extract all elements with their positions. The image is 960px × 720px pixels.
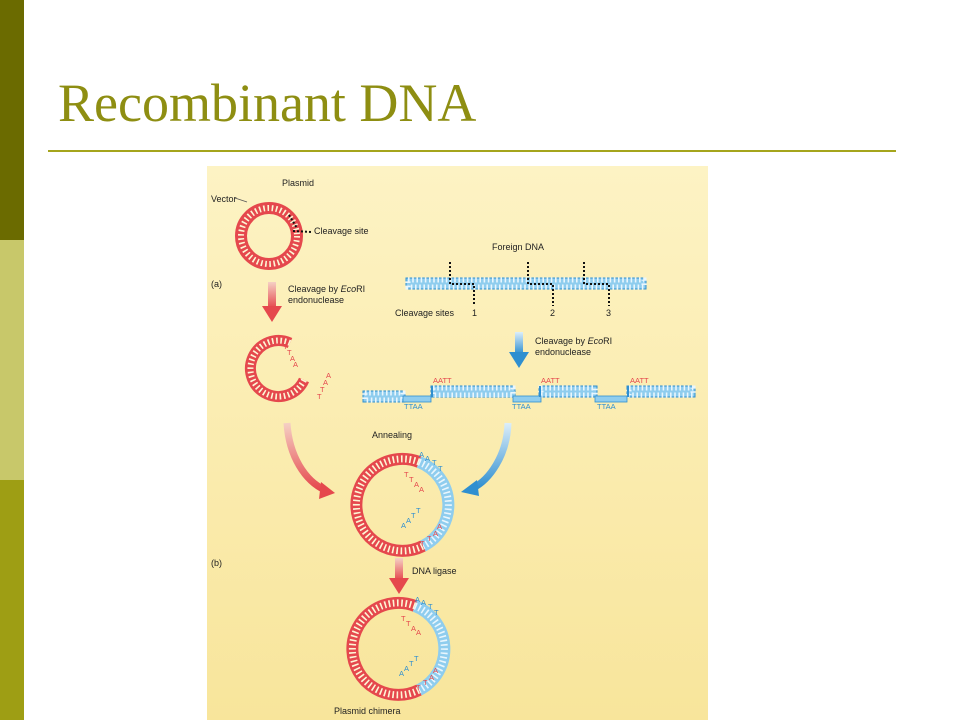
svg-text:A: A [425,454,430,463]
svg-text:TTAA: TTAA [512,402,531,411]
fragment-sticky-end-labels: AATT AATT AATT TTAA TTAA TTAA [404,376,649,411]
svg-text:A: A [433,666,438,675]
cleavage-sites-label: Cleavage sites [395,308,455,318]
endonuclease-label-1: endonuclease [288,295,344,305]
site-1-label: 1 [472,308,477,318]
svg-text:A: A [290,354,295,363]
plasmid-chimera-label: Plasmid chimera [334,706,401,716]
endonuclease-label-2: endonuclease [535,347,591,357]
svg-text:A: A [326,371,331,380]
svg-text:A: A [414,480,419,489]
svg-text:AATT: AATT [541,376,560,385]
svg-text:T: T [432,458,437,467]
svg-text:AATT: AATT [630,376,649,385]
vector-label: Vector [211,194,237,204]
svg-text:A: A [415,595,420,604]
svg-text:TTAA: TTAA [404,402,423,411]
side-band-middle [0,240,24,480]
svg-text:T: T [414,654,419,663]
cleavage-arrow-plasmid [262,282,282,322]
svg-text:T: T [287,348,292,357]
figure-svg: Plasmid Vector Cleavage site (a) Cleavag… [211,178,696,716]
svg-text:T: T [416,506,421,515]
site-2-label: 2 [550,308,555,318]
svg-text:T: T [409,475,414,484]
svg-text:T: T [428,602,433,611]
foreign-dna-label: Foreign DNA [492,242,544,252]
svg-text:T: T [401,614,406,623]
annealing-label: Annealing [372,430,412,440]
svg-text:T: T [438,464,443,473]
plasmid-chimera [346,596,451,701]
dna-ligase-label: DNA ligase [412,566,457,576]
cleavage-arrow-foreign [509,332,529,368]
slide-title: Recombinant DNA [58,73,477,133]
svg-text:A: A [416,628,421,637]
cleavage-by-ecori-label-2: Cleavage by EcoRI [535,336,612,346]
ligase-arrow [389,558,409,594]
side-band-top [0,0,24,240]
foreign-dna-fragments [362,385,696,403]
svg-text:A: A [406,516,411,525]
svg-text:A: A [404,664,409,673]
svg-text:T: T [411,511,416,520]
svg-text:T: T [423,678,428,687]
side-band-bottom [0,480,24,720]
svg-text:A: A [411,624,416,633]
svg-text:A: A [399,669,404,678]
svg-text:A: A [433,529,438,538]
svg-text:A: A [419,450,424,459]
cleaved-plasmid-sticky-ends: T T A A A A T T [283,342,331,401]
recombinant-dna-figure: Plasmid Vector Cleavage site (a) Cleavag… [207,166,708,720]
part-b-label: (b) [211,558,222,568]
annealing-arrow-left [283,422,335,499]
svg-text:T: T [320,385,325,394]
svg-text:TTAA: TTAA [597,402,616,411]
svg-text:T: T [283,342,288,351]
svg-text:A: A [421,598,426,607]
title-underline [48,150,896,152]
site-3-label: 3 [606,308,611,318]
svg-text:T: T [434,608,439,617]
svg-text:T: T [404,470,409,479]
cleavage-by-ecori-label-1: Cleavage by EcoRI [288,284,365,294]
chimera-junction-labels: A A T T T T A A A A T T A A T T [399,595,439,692]
svg-text:T: T [409,659,414,668]
foreign-dna-strand [405,277,647,290]
svg-text:A: A [293,360,298,369]
svg-text:A: A [419,485,424,494]
foreign-cleavage-markers [449,262,610,306]
cleavage-site-label: Cleavage site [314,226,369,236]
plasmid-label: Plasmid [282,178,314,188]
cleavage-site-marker [288,214,313,233]
svg-text:A: A [429,673,434,682]
annealing-arrow-right [461,422,512,496]
annealed-plasmid [350,452,455,557]
svg-text:A: A [323,378,328,387]
svg-text:T: T [420,539,425,548]
cleaved-plasmid [244,335,310,402]
vector-plasmid [235,202,303,270]
svg-text:A: A [437,522,442,531]
part-a-label: (a) [211,279,222,289]
svg-text:T: T [406,619,411,628]
svg-text:T: T [317,392,322,401]
annealed-sticky-end-labels: A A T T T T A A A A T T A A T T [401,450,443,548]
vector-leader-line [234,197,248,203]
svg-text:A: A [401,521,406,530]
svg-text:T: T [416,683,421,692]
svg-text:AATT: AATT [433,376,452,385]
svg-text:T: T [427,534,432,543]
